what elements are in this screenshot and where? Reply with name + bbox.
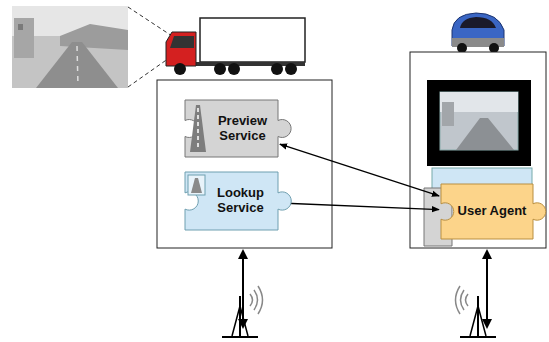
arrow-head — [482, 249, 492, 259]
node-label-group: Preview Service — [185, 100, 278, 157]
agent-piece: User Agent — [441, 184, 533, 239]
truck-trailer — [200, 18, 305, 62]
message-arrow — [280, 144, 439, 196]
photo-building — [14, 18, 34, 58]
road-photo — [12, 6, 128, 88]
photo-road — [36, 42, 118, 88]
road-icon — [190, 105, 206, 152]
screen-photo — [440, 92, 518, 150]
screen-image — [440, 92, 518, 150]
truck-icon — [166, 18, 305, 75]
road-icon-frame — [188, 175, 205, 195]
vehicle-box — [157, 80, 332, 248]
truck-wheel — [228, 63, 240, 75]
road-marking — [197, 108, 199, 149]
truck-windshield — [170, 36, 194, 48]
message-arrow — [280, 203, 439, 210]
photo-window — [18, 24, 23, 30]
radio-link — [222, 249, 263, 337]
photo-frame — [12, 6, 128, 88]
photo-leader — [128, 7, 172, 36]
radio-waves — [250, 286, 263, 314]
truck-wheel — [285, 63, 297, 75]
node-label-group: User Agent — [441, 184, 533, 239]
photo-road-line — [77, 46, 78, 86]
radio-link — [456, 249, 497, 337]
truck-wheel — [174, 63, 186, 75]
car-icon — [452, 13, 504, 53]
antenna-base — [460, 336, 496, 338]
node-label-group: Lookup Service — [185, 172, 278, 230]
car-window — [460, 17, 496, 28]
vehicle-box — [410, 52, 546, 248]
screen-building — [442, 102, 454, 126]
service-piece: Preview Service — [185, 100, 278, 157]
puzzle-piece — [441, 184, 546, 239]
screen-road — [456, 118, 514, 150]
service-piece: Lookup Service — [185, 172, 278, 230]
truck-wheel — [214, 63, 226, 75]
service-name: User Agent — [458, 204, 527, 219]
display-screen — [427, 80, 531, 166]
antenna-mast — [239, 296, 241, 336]
puzzle-piece — [185, 100, 291, 157]
antenna-legs — [232, 306, 248, 336]
service-name: Preview Service — [211, 114, 274, 144]
radio-waves — [456, 286, 469, 314]
antenna-mast — [477, 296, 479, 336]
truck-cab — [166, 32, 196, 66]
antenna-base — [222, 336, 258, 338]
road-icon — [191, 178, 202, 193]
puzzle-piece — [185, 172, 291, 230]
car-body — [452, 13, 504, 46]
truck-wheel — [271, 63, 283, 75]
link-shaft — [486, 256, 488, 322]
antenna-legs — [470, 306, 486, 336]
arrow-head — [238, 249, 248, 259]
service-name: Lookup Service — [207, 186, 274, 216]
